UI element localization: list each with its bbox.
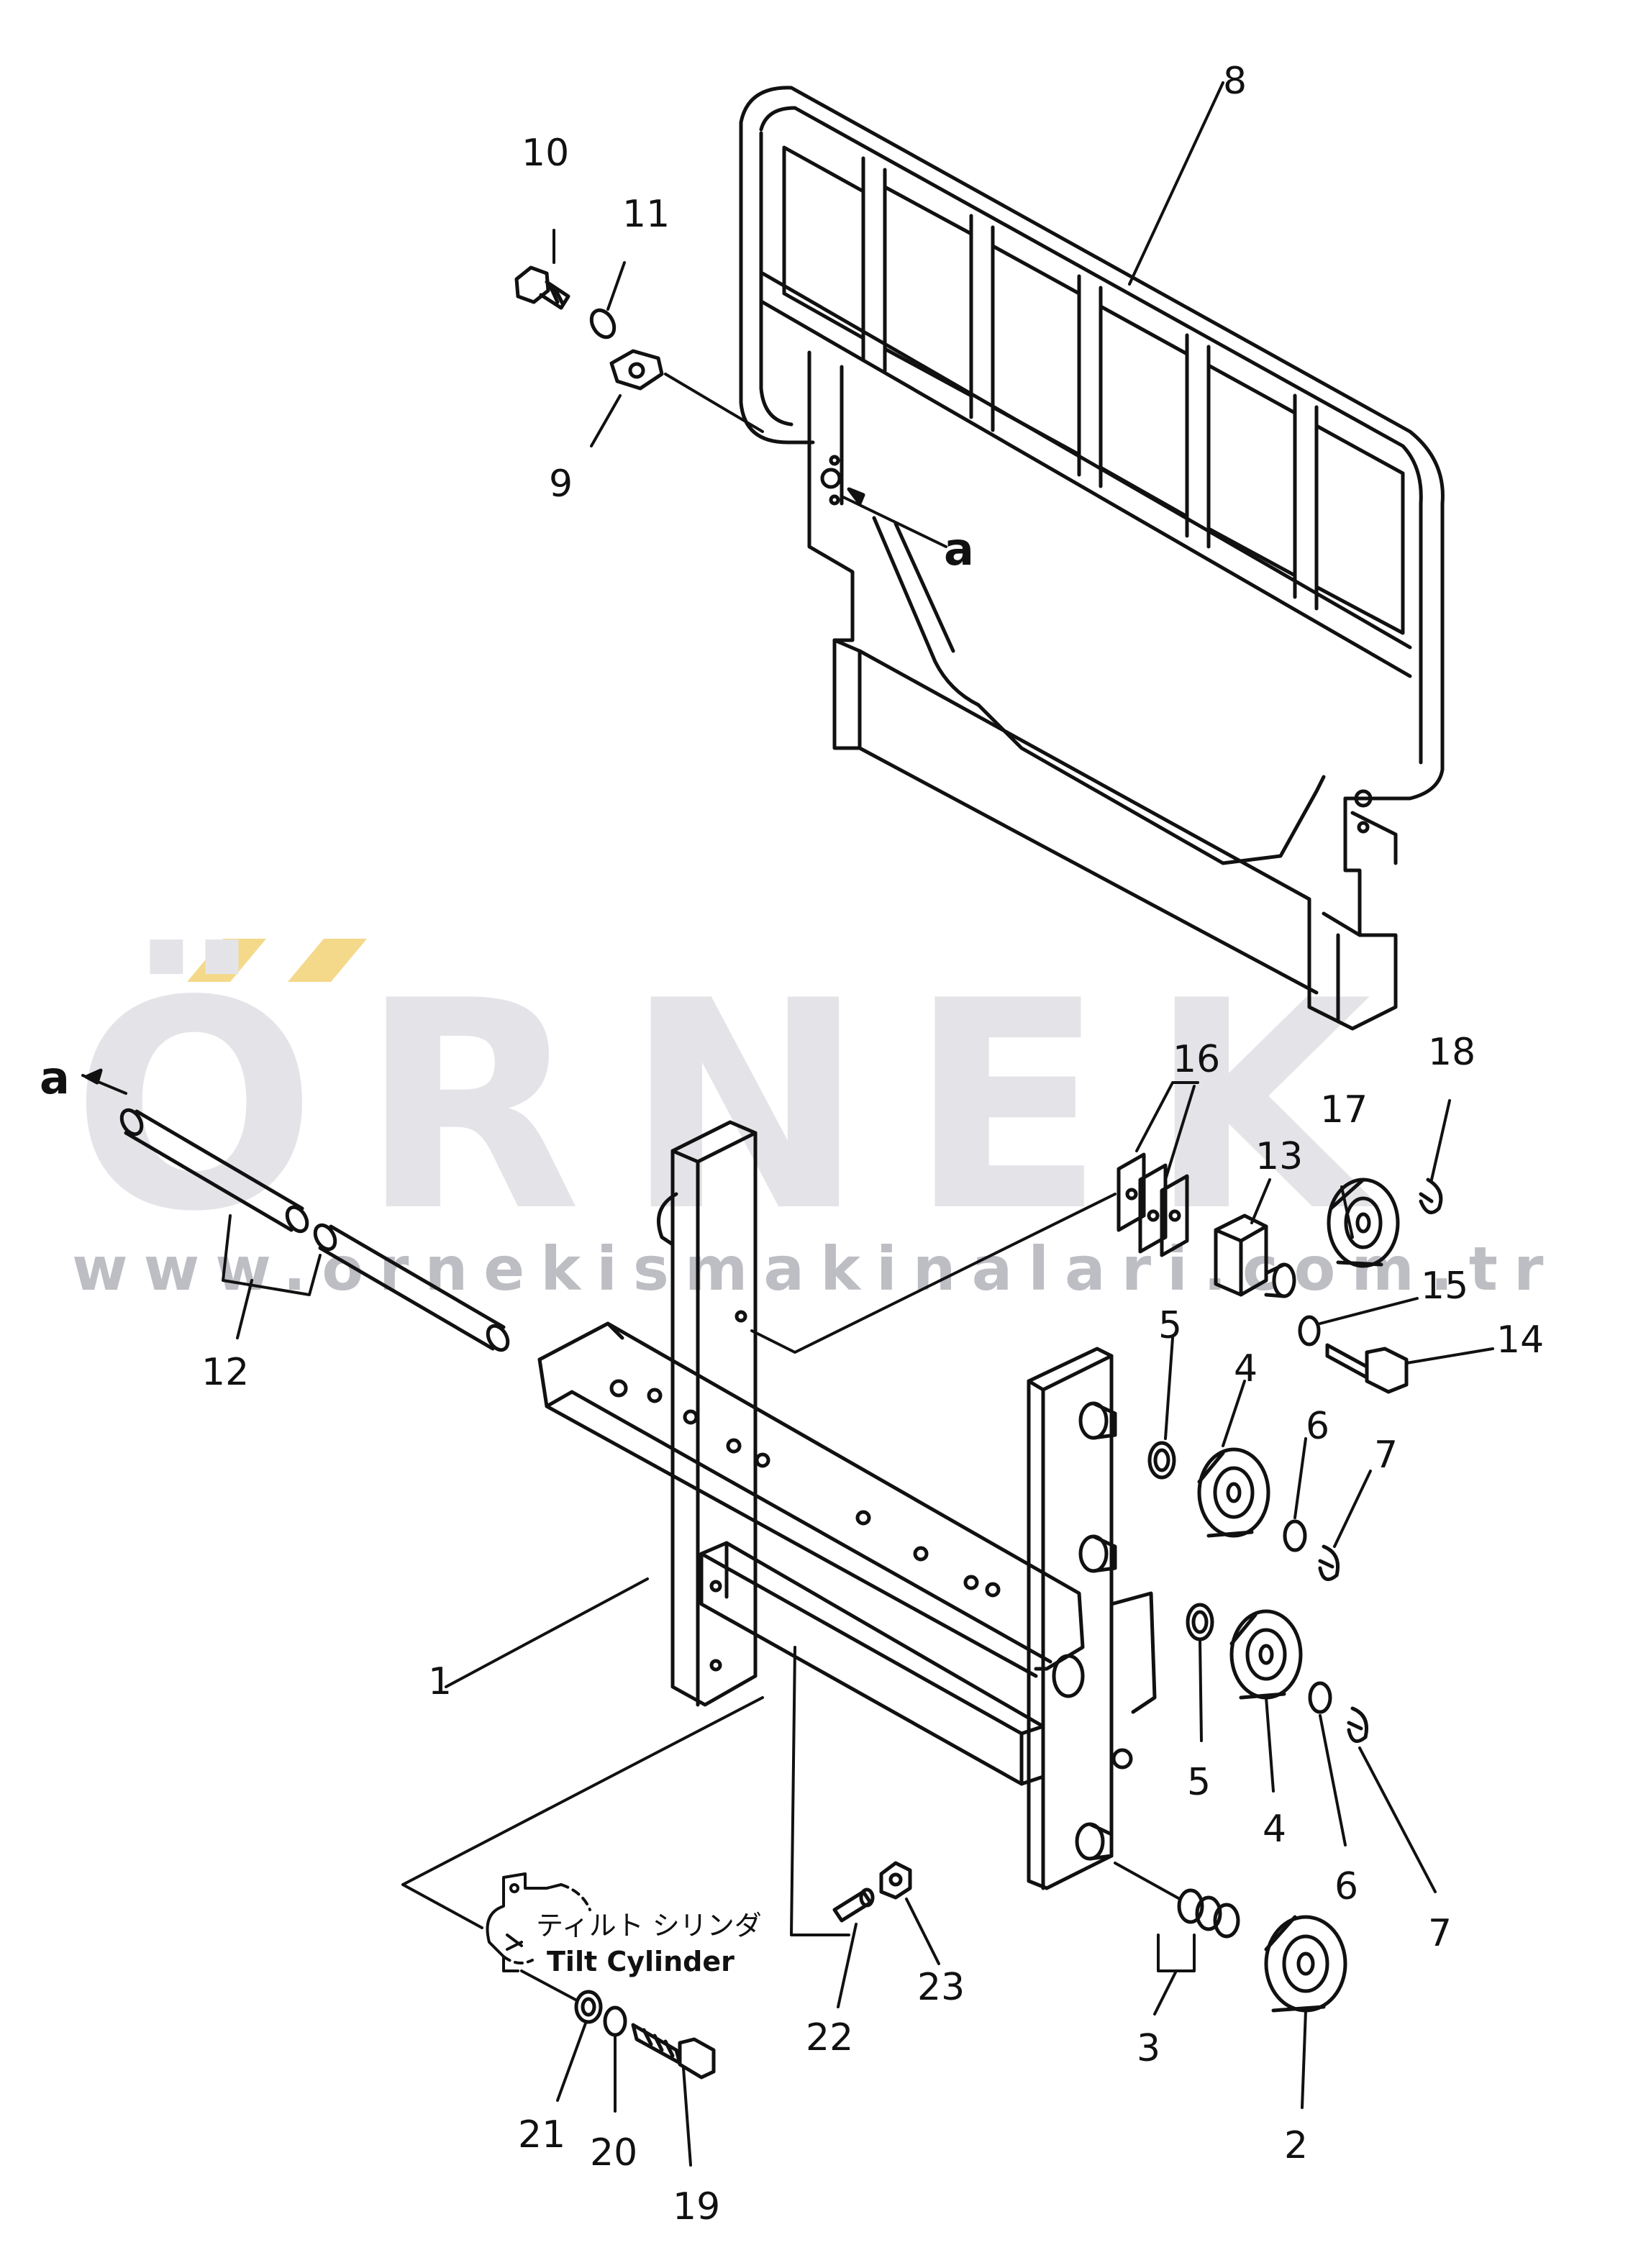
bolt-10 — [514, 265, 570, 310]
callout-19: 19 — [673, 2185, 720, 2228]
callout-3: 3 — [1137, 2027, 1160, 2070]
shims-3 — [1177, 1888, 1240, 1939]
callout-7-upper: 7 — [1374, 1434, 1398, 1477]
load-backrest — [739, 86, 1445, 1031]
callout-16: 16 — [1173, 1038, 1220, 1081]
callout-21: 21 — [518, 2113, 565, 2157]
tilt-cylinder-jp: ティルト シリンダ — [536, 1910, 762, 1941]
callout-9: 9 — [549, 463, 573, 506]
tilt-cylinder-sketch — [486, 1872, 591, 1972]
washer-15 — [1298, 1315, 1321, 1347]
callout-5-lower: 5 — [1187, 1761, 1211, 1804]
callout-4-upper: 4 — [1234, 1347, 1258, 1390]
roller-2 — [1264, 1915, 1347, 2013]
washer-5a — [1147, 1441, 1176, 1480]
callout-4-lower: 4 — [1263, 1808, 1286, 1851]
tilt-cylinder-en: Tilt Cylinder — [547, 1946, 735, 1977]
watermark-umlaut-accent — [187, 939, 367, 982]
reference-a-top: a — [944, 523, 974, 575]
bolt-14 — [1325, 1343, 1409, 1394]
callout-22: 22 — [806, 2016, 853, 2059]
set-screw-22 — [832, 1887, 875, 1923]
callout-14: 14 — [1496, 1319, 1544, 1362]
washer-11 — [589, 308, 617, 340]
callout-18: 18 — [1428, 1031, 1475, 1074]
washer-6a — [1283, 1519, 1307, 1552]
roller-17 — [1327, 1178, 1400, 1268]
callout-labels: 8 10 11 9 a a 12 16 17 18 13 15 14 5 4 6… — [40, 60, 1544, 2228]
callout-6-upper: 6 — [1306, 1405, 1329, 1448]
block-13 — [1214, 1213, 1296, 1298]
fork-carriage — [537, 1120, 1157, 1890]
reference-a-left: a — [40, 1052, 70, 1104]
callout-8: 8 — [1223, 60, 1247, 103]
roller-4b — [1229, 1609, 1303, 1700]
snap-ring-7b — [1347, 1706, 1368, 1744]
callout-20: 20 — [590, 2131, 637, 2174]
callout-17: 17 — [1320, 1088, 1368, 1131]
pin-12b — [313, 1223, 510, 1352]
nut-23 — [879, 1861, 912, 1900]
watermark-brand: ÖRNEK — [72, 940, 1415, 1275]
washer-5b — [1186, 1603, 1214, 1641]
washer-20 — [603, 2005, 627, 2037]
washer-6b — [1308, 1681, 1332, 1714]
callout-1: 1 — [428, 1660, 452, 1703]
callout-2: 2 — [1284, 2124, 1308, 2167]
callout-5-upper: 5 — [1158, 1304, 1182, 1347]
shims-16 — [1117, 1152, 1189, 1257]
pin-12a — [119, 1108, 309, 1234]
callout-13: 13 — [1255, 1135, 1303, 1178]
callout-6-lower: 6 — [1334, 1865, 1358, 1908]
callout-15: 15 — [1421, 1265, 1468, 1308]
callout-23: 23 — [917, 1966, 965, 2009]
snap-ring-7a — [1318, 1544, 1340, 1582]
snap-ring-18 — [1419, 1178, 1443, 1215]
callout-7-lower: 7 — [1428, 1912, 1452, 1955]
lock-plate-9 — [609, 349, 664, 391]
bolt-19 — [631, 2023, 716, 2080]
callout-12: 12 — [201, 1351, 249, 1394]
roller-4a — [1197, 1447, 1270, 1538]
callout-10: 10 — [522, 132, 569, 175]
callout-11: 11 — [622, 193, 670, 236]
washer-21 — [574, 1990, 603, 2024]
